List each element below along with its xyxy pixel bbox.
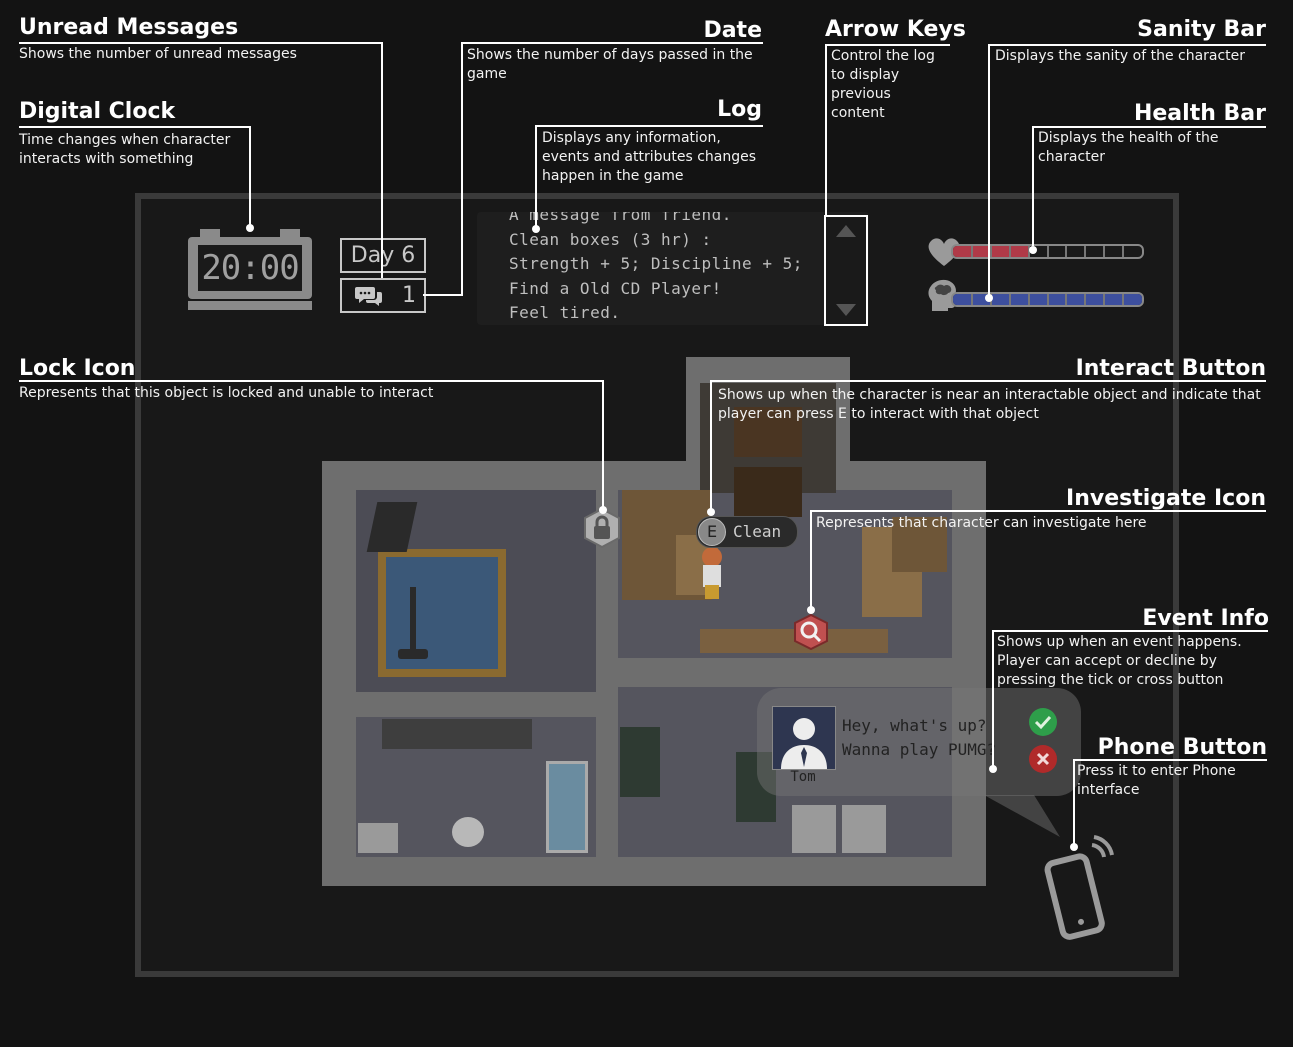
unread-count: 1 xyxy=(402,283,416,308)
investigate-icon-badge[interactable] xyxy=(793,613,829,651)
bar-segment-divider xyxy=(1103,294,1106,305)
label-unread-title: Unread Messages xyxy=(19,15,239,40)
label-interact-desc: Shows up when the character is near an i… xyxy=(718,387,1261,422)
label-investigate-desc: Represents that character can investigat… xyxy=(816,515,1147,531)
date-text: Day 6 xyxy=(350,243,416,268)
interact-key-badge: E xyxy=(698,518,726,546)
bar-segment-divider xyxy=(1046,294,1049,305)
bar-segment-divider xyxy=(1103,246,1106,257)
arrow-down-icon[interactable] xyxy=(834,302,858,318)
sanity-bar xyxy=(951,292,1144,307)
event-message-line: Hey, what's up? xyxy=(842,716,987,735)
label-health-desc: Displays the health of the character xyxy=(1038,130,1219,165)
bar-segment-divider xyxy=(970,246,973,257)
label-lock-title: Lock Icon xyxy=(19,356,136,381)
bar-segment-divider xyxy=(1084,246,1087,257)
label-phone-desc: Press it to enter Phone interface xyxy=(1077,763,1236,798)
event-bubble-tail xyxy=(984,795,1060,837)
bar-segment-divider xyxy=(989,246,992,257)
label-event-desc: Shows up when an event happens. Player c… xyxy=(997,634,1242,688)
bar-segment-divider xyxy=(1008,246,1011,257)
label-date-title: Date xyxy=(703,18,762,43)
chat-bubbles-icon xyxy=(355,287,382,306)
bar-segment-divider xyxy=(1027,246,1030,257)
log-line: Strength + 5; Discipline + 5; xyxy=(509,254,803,273)
magnifier-icon xyxy=(794,613,828,651)
lock-icon xyxy=(584,507,620,549)
label-phone-title: Phone Button xyxy=(1097,735,1267,760)
log-line: Feel tired. xyxy=(509,303,621,322)
event-message-line: Wanna play PUMG? xyxy=(842,740,997,759)
interact-button[interactable]: E Clean xyxy=(696,516,798,548)
log-line: Clean boxes (3 hr) : xyxy=(509,229,712,249)
interact-label: Clean xyxy=(733,522,782,541)
bar-segment-divider xyxy=(1122,246,1125,257)
brain-head-icon xyxy=(928,279,958,311)
label-lock-desc: Represents that this object is locked an… xyxy=(19,385,434,401)
event-sender: Tom xyxy=(790,769,816,785)
label-health-title: Health Bar xyxy=(1133,101,1266,126)
arrow-up-icon[interactable] xyxy=(834,223,858,239)
label-date-desc: Shows the number of days passed in the g… xyxy=(467,47,753,82)
label-sanity-title: Sanity Bar xyxy=(1137,17,1266,42)
date-box: Day 6 xyxy=(340,238,426,273)
bar-segment-divider xyxy=(970,294,973,305)
bar-segment-divider xyxy=(1122,294,1125,305)
tick-icon xyxy=(1034,715,1052,730)
accept-button[interactable] xyxy=(1029,708,1057,736)
bar-segment-divider xyxy=(1065,246,1068,257)
log-arrow-keys xyxy=(824,215,868,326)
label-arrows-title: Arrow Keys xyxy=(825,17,966,42)
unread-messages-box[interactable]: 1 xyxy=(340,278,426,313)
health-bar xyxy=(951,244,1144,259)
log-line: Find a Old CD Player! xyxy=(509,278,722,298)
log-line: A message from friend. xyxy=(509,212,732,224)
clock-time: 20:00 xyxy=(201,248,299,288)
label-log-desc: Displays any information, events and att… xyxy=(542,130,757,184)
label-event-title: Event Info xyxy=(1142,606,1269,631)
bar-segment-divider xyxy=(1065,294,1068,305)
label-investigate-title: Investigate Icon xyxy=(1066,486,1266,511)
log-panel: A message from friend. Clean boxes (3 hr… xyxy=(477,212,869,325)
label-clock-desc: Time changes when character interacts wi… xyxy=(19,132,231,167)
label-interact-title: Interact Button xyxy=(1075,356,1266,381)
map-area xyxy=(322,357,986,886)
lock-icon-badge xyxy=(583,507,621,549)
label-unread-desc: Shows the number of unread messages xyxy=(19,46,297,62)
digital-clock: 20:00 xyxy=(188,229,312,310)
bar-segment-divider xyxy=(1084,294,1087,305)
person-icon xyxy=(773,707,835,769)
bar-segment-divider xyxy=(1008,294,1011,305)
bar-segment-divider xyxy=(1046,246,1049,257)
phone-icon[interactable] xyxy=(1044,833,1118,943)
cross-icon xyxy=(1036,752,1050,766)
label-sanity-desc: Displays the sanity of the character xyxy=(995,48,1246,64)
avatar xyxy=(772,706,836,770)
bar-segment-divider xyxy=(1027,294,1030,305)
label-log-title: Log xyxy=(717,97,762,122)
label-clock-title: Digital Clock xyxy=(19,99,176,124)
player-character xyxy=(697,547,727,603)
decline-button[interactable] xyxy=(1029,745,1057,773)
label-arrows-desc: Control the log to display previous cont… xyxy=(831,48,935,121)
